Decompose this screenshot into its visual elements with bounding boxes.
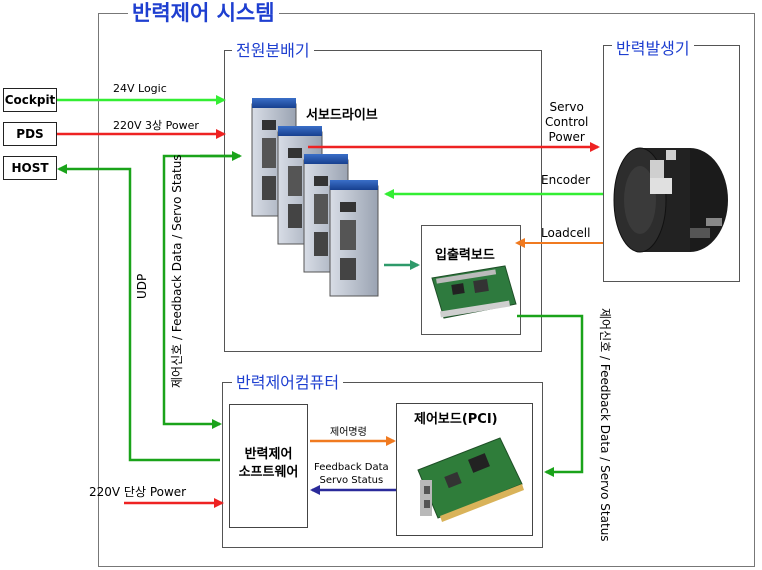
control-board-label: 제어보드(PCI) — [414, 412, 498, 427]
io-board-label: 입출력보드 — [435, 248, 495, 263]
control-computer-label: 반력제어컴퓨터 — [232, 369, 344, 393]
right-feedback-arrow — [517, 314, 584, 477]
pds-box: PDS — [3, 122, 57, 146]
software-box — [229, 404, 308, 528]
control-cmd-label: 제어명령 — [330, 427, 367, 438]
servo-power-label: Servo Control Power — [545, 100, 589, 144]
power220-1-label: 220V 단상 Power — [89, 485, 187, 499]
power-distributor-label: 전원분배기 — [232, 37, 314, 61]
left-feedback-label: 제어신호 / Feedback Data / Servo Status — [170, 154, 184, 388]
feedback-status-label: Feedback Data Servo Status — [314, 462, 389, 486]
force-generator-label: 반력발생기 — [612, 35, 694, 59]
host-box: HOST — [3, 156, 57, 180]
encoder-label: Encoder — [541, 173, 591, 187]
cockpit-box: Cockpit — [3, 88, 57, 112]
servo-drive-illustration — [251, 98, 379, 297]
force-generator-illustration — [613, 147, 728, 253]
udp-arrow — [57, 164, 220, 462]
power220-3-label: 220V 3상 Power — [113, 119, 199, 132]
right-feedback-label: 제어신호 / Feedback Data / Servo Status — [598, 308, 612, 542]
logic24-label: 24V Logic — [113, 82, 167, 95]
io-board-illustration — [431, 265, 517, 319]
servo-drive-label: 서보드라이브 — [306, 108, 378, 123]
udp-label: UDP — [135, 273, 149, 299]
loadcell-label: Loadcell — [541, 226, 591, 240]
software-label: 반력제어 소프트웨어 — [238, 447, 299, 480]
system-title: 반력제어 시스템 — [128, 0, 279, 27]
pci-board-illustration — [417, 437, 524, 522]
